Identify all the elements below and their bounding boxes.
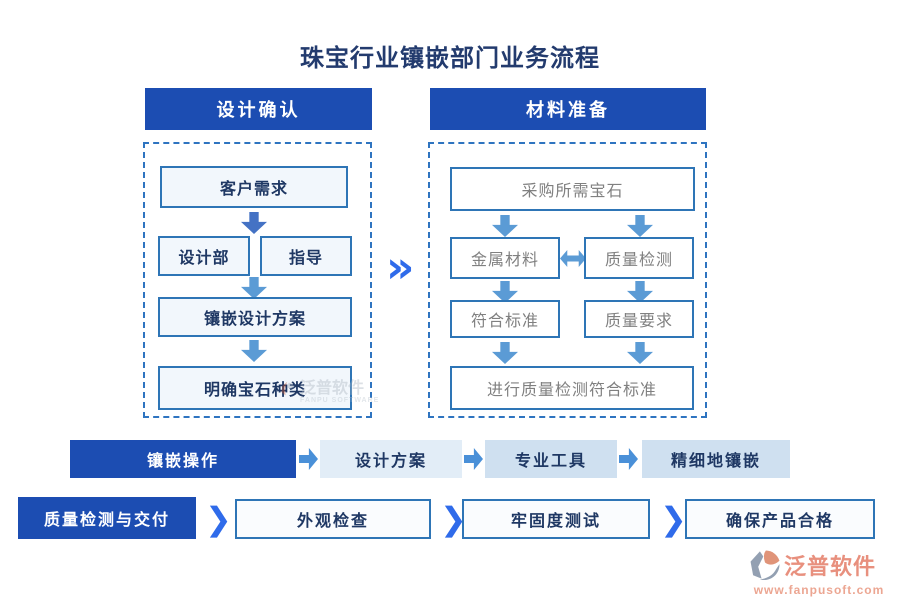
setting-step-pro-tools: 专业工具 [485, 440, 617, 478]
delivery-step-qualified: 确保产品合格 [685, 499, 875, 539]
step-gem-types: 明确宝石种类 [158, 366, 352, 410]
arrow-right-icon [619, 448, 638, 470]
page-title: 珠宝行业镶嵌部门业务流程 [300, 45, 600, 72]
fanpu-logo-icon [750, 550, 780, 581]
delivery-step-appearance: 外观检查 [235, 499, 431, 539]
setting-step-design-plan: 设计方案 [320, 440, 462, 478]
setting-step-fine-setting: 精细地镶嵌 [642, 440, 790, 478]
arrow-right-icon [464, 448, 483, 470]
brand-name: 泛普软件 [784, 554, 877, 579]
arrow-right-icon [299, 448, 318, 470]
brand-url: www.fanpusoft.com [753, 583, 885, 597]
design-panel [143, 142, 372, 418]
material-panel [428, 142, 707, 418]
step-design-dept: 设计部 [158, 236, 250, 276]
step-meet-standard: 符合标准 [450, 300, 560, 338]
step-customer-needs: 客户需求 [160, 166, 348, 208]
step-quality-check: 质量检测 [584, 237, 694, 279]
material-column-header: 材料准备 [430, 88, 706, 130]
chevron-icon: ❯ [205, 500, 232, 538]
delivery-row-header: 质量检测与交付 [18, 497, 196, 539]
arrow-double-icon [560, 250, 586, 267]
step-guidance: 指导 [260, 236, 352, 276]
step-quality-req: 质量要求 [584, 300, 694, 338]
step-final-inspection: 进行质量检测符合标准 [450, 366, 694, 410]
delivery-step-firmness: 牢固度测试 [462, 499, 650, 539]
brand-footer: 泛普软件 www.fanpusoft.com [748, 548, 890, 597]
double-chevron-icon: » [386, 242, 415, 293]
setting-row-header: 镶嵌操作 [70, 440, 296, 478]
chevron-icon: ❯ [660, 500, 687, 538]
step-metal-material: 金属材料 [450, 237, 560, 279]
step-setting-plan: 镶嵌设计方案 [158, 297, 352, 337]
step-purchase-gems: 采购所需宝石 [450, 167, 695, 211]
design-column-header: 设计确认 [145, 88, 372, 130]
